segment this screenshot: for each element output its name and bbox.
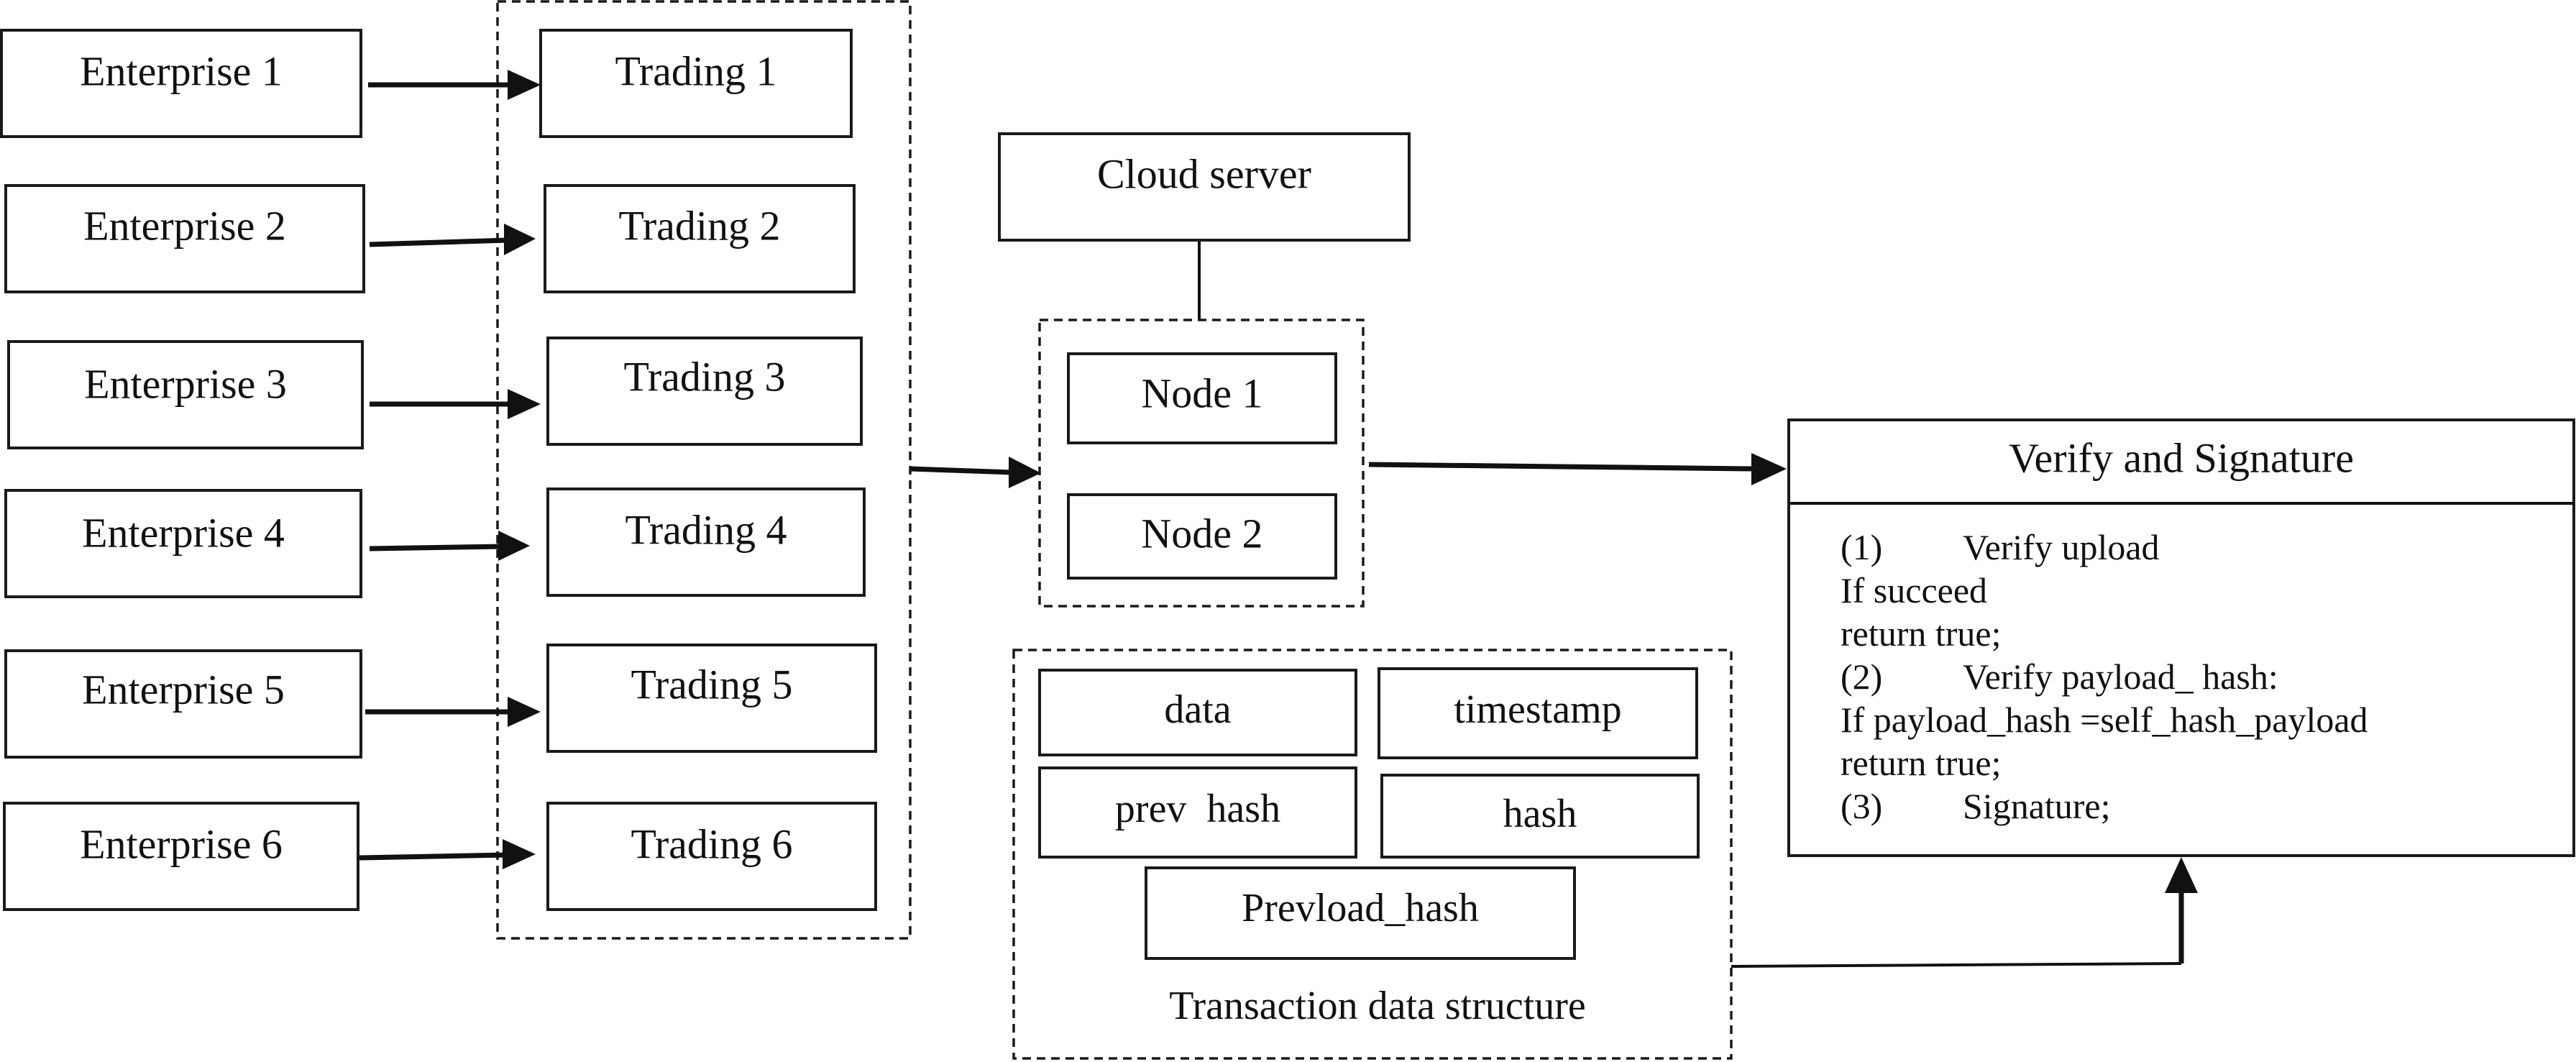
enterprise-to-trading-arrows [359, 70, 541, 869]
arrow-enterprise-5-trading-5 [365, 697, 541, 727]
enterprise-6-node: Enterprise 6 [3, 802, 359, 911]
enterprise-5-label: Enterprise 5 [82, 666, 285, 713]
trading-group-boundary [496, 0, 912, 940]
field-prevload-hash-label: Prevload_hash [1242, 886, 1479, 930]
cloud-server-node: Cloud server [998, 132, 1411, 242]
enterprise-2-node: Enterprise 2 [4, 184, 365, 293]
trading-6-node: Trading 6 [546, 802, 877, 911]
node-group-boundary [1038, 319, 1365, 608]
trading-2-node: Trading 2 [544, 184, 856, 293]
arrow-enterprise-3-trading-3 [370, 389, 541, 419]
enterprise-6-label: Enterprise 6 [80, 820, 283, 867]
trading-1-node: Trading 1 [539, 29, 853, 138]
transaction-field-prev-hash: prev hash [1038, 766, 1357, 859]
verify-step-text: Signature; [1963, 786, 2111, 826]
enterprise-5-node: Enterprise 5 [4, 649, 362, 759]
verify-step-text: return true; [1841, 743, 2002, 783]
enterprise-4-node: Enterprise 4 [4, 489, 362, 598]
field-timestamp-label: timestamp [1454, 687, 1621, 732]
verify-step-text: If succeed [1841, 570, 1987, 610]
node-2-label: Node 2 [1141, 510, 1262, 557]
transaction-field-prevload-hash: Prevload_hash [1145, 866, 1576, 960]
verify-step-number: (2) [1841, 656, 1882, 697]
arrow-trading-to-nodes [909, 457, 1041, 488]
transaction-structure-caption: Transaction data structure [1169, 984, 1586, 1028]
enterprise-3-label: Enterprise 3 [84, 360, 287, 407]
transaction-structure-boundary [1012, 649, 1733, 1060]
trading-5-label: Trading 5 [631, 661, 792, 708]
field-hash-label: hash [1503, 792, 1577, 836]
trading-6-label: Trading 6 [631, 820, 792, 867]
verify-title: Verify and Signature [2009, 434, 2354, 481]
verify-step-text: If payload_hash =self_hash_payload [1841, 700, 2368, 740]
trading-4-node: Trading 4 [546, 487, 866, 597]
trading-5-node: Trading 5 [546, 644, 877, 753]
node-2-node: Node 2 [1067, 493, 1337, 580]
cloud-server-label: Cloud server [1097, 150, 1311, 197]
verify-step-text: Verify payload_ hash: [1963, 656, 2278, 697]
arrow-nodes-to-verify [1368, 453, 1787, 485]
enterprise-1-label: Enterprise 1 [80, 47, 283, 94]
trading-column: Trading 1 Trading 2 Trading 3 Trading 4 … [539, 29, 877, 911]
trading-3-node: Trading 3 [546, 337, 863, 446]
enterprise-2-label: Enterprise 2 [83, 202, 286, 249]
arrow-enterprise-4-trading-4 [369, 531, 530, 561]
enterprise-3-node: Enterprise 3 [7, 340, 364, 449]
transaction-field-data: data [1038, 669, 1357, 756]
transaction-field-timestamp: timestamp [1378, 667, 1698, 759]
enterprise-1-node: Enterprise 1 [0, 29, 362, 138]
verify-step-number: (1) [1841, 527, 1882, 567]
enterprise-4-label: Enterprise 4 [82, 509, 285, 556]
verify-step-text: Verify upload [1963, 527, 2160, 567]
node-1-node: Node 1 [1067, 352, 1337, 444]
trading-3-label: Trading 3 [623, 353, 785, 400]
trading-4-label: Trading 4 [625, 506, 787, 553]
node-1-label: Node 1 [1141, 370, 1262, 416]
trading-1-label: Trading 1 [615, 47, 776, 94]
verify-step-text: return true; [1841, 613, 2002, 654]
arrow-transaction-to-verify [1731, 857, 2198, 968]
trading-2-label: Trading 2 [618, 202, 780, 249]
verify-steps: (1) Verify upload If succeed return true… [1841, 527, 2368, 826]
enterprise-column: Enterprise 1 Enterprise 2 Enterprise 3 E… [0, 29, 365, 911]
arrow-enterprise-1-trading-1 [368, 70, 541, 100]
verify-signature-box: Verify and Signature (1) Verify upload I… [1787, 418, 2575, 857]
arrow-enterprise-2-trading-2 [369, 224, 536, 255]
verify-step-number: (3) [1841, 786, 1882, 826]
field-data-label: data [1164, 687, 1231, 732]
arrow-enterprise-6-trading-6 [359, 839, 536, 869]
field-prev-hash-label: prev hash [1115, 787, 1280, 831]
transaction-field-hash: hash [1380, 774, 1700, 859]
